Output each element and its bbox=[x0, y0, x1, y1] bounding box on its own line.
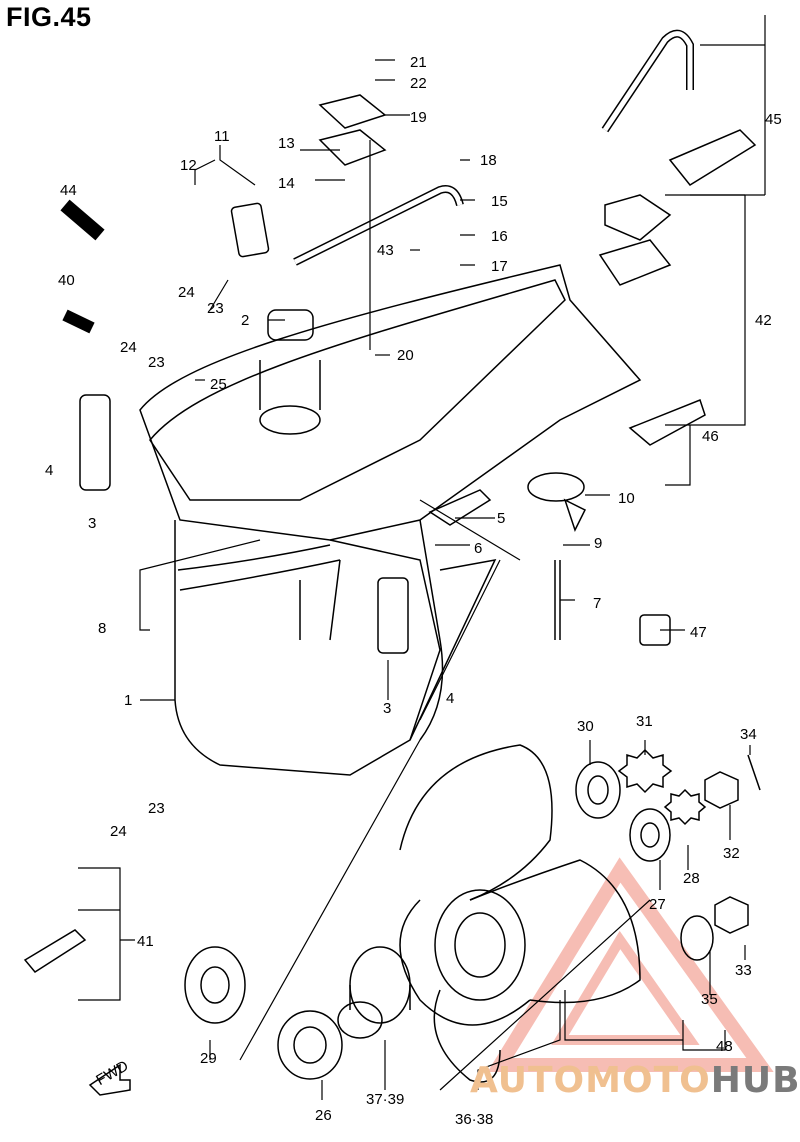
callout-33: 33 bbox=[735, 962, 752, 979]
bolt-7 bbox=[554, 560, 561, 640]
link-41 bbox=[23, 929, 87, 973]
callout-20: 20 bbox=[397, 347, 414, 364]
callout-43: 43 bbox=[377, 242, 394, 259]
callout-22: 22 bbox=[410, 75, 427, 92]
anode-3-left bbox=[79, 394, 111, 491]
callout-23b: 23 bbox=[148, 354, 165, 371]
callout-13: 13 bbox=[278, 135, 295, 152]
nut-30 bbox=[575, 761, 621, 819]
callout-35: 35 bbox=[701, 991, 718, 1008]
callout-28: 28 bbox=[683, 870, 700, 887]
callout-3b: 3 bbox=[383, 700, 391, 717]
callout-47: 47 bbox=[690, 624, 707, 641]
plate-13 bbox=[318, 129, 387, 166]
callout-26: 26 bbox=[315, 1107, 332, 1124]
callout-10: 10 bbox=[618, 490, 635, 507]
callout-5: 5 bbox=[497, 510, 505, 527]
lock-washer-28 bbox=[663, 788, 707, 826]
nut-32 bbox=[704, 771, 739, 809]
callout-1: 1 bbox=[124, 692, 132, 709]
part-10 bbox=[527, 472, 585, 502]
plate-45 bbox=[668, 129, 757, 186]
callout-4b: 4 bbox=[446, 690, 454, 707]
propeller bbox=[399, 744, 641, 1083]
seal-42 bbox=[604, 194, 672, 241]
lock-washer-31 bbox=[617, 748, 673, 794]
callout-14: 14 bbox=[278, 175, 295, 192]
skeg-outline bbox=[409, 559, 497, 741]
callout-2: 2 bbox=[241, 312, 249, 329]
callout-labels: 1 2 3 3 4 4 5 6 7 8 9 10 11 12 13 14 15 … bbox=[45, 54, 782, 1128]
callout-17: 17 bbox=[491, 258, 508, 275]
callout-34: 34 bbox=[740, 726, 757, 743]
bearing-2 bbox=[267, 309, 314, 341]
callout-27: 27 bbox=[649, 896, 666, 913]
washer-35 bbox=[680, 915, 714, 961]
callout-44: 44 bbox=[60, 182, 77, 199]
callout-16: 16 bbox=[491, 228, 508, 245]
callout-37-39: 37·39 bbox=[366, 1091, 404, 1108]
callout-30: 30 bbox=[577, 718, 594, 735]
anode-3-center bbox=[377, 577, 409, 654]
callout-7: 7 bbox=[593, 595, 601, 612]
callout-21: 21 bbox=[410, 54, 427, 71]
fwd-arrow bbox=[88, 1063, 131, 1096]
callout-23c: 23 bbox=[148, 800, 165, 817]
fwd-label: FWD bbox=[93, 1057, 131, 1089]
watermark-logo bbox=[487, 857, 774, 1072]
callout-24c: 24 bbox=[110, 823, 127, 840]
figure-title: FIG.45 bbox=[6, 2, 92, 32]
watermark-part2: HUB bbox=[710, 1060, 800, 1101]
callout-36-38: 36·38 bbox=[455, 1111, 493, 1128]
watermark-text: AUTOMOTOHUB bbox=[470, 1060, 800, 1101]
callout-11: 11 bbox=[214, 128, 230, 145]
callout-29: 29 bbox=[200, 1050, 217, 1067]
gear-case-housing bbox=[139, 264, 642, 776]
callout-12: 12 bbox=[180, 157, 197, 174]
part-44 bbox=[60, 199, 105, 241]
plate-19 bbox=[318, 94, 387, 129]
callout-23a: 23 bbox=[207, 300, 224, 317]
callout-15: 15 bbox=[491, 193, 508, 210]
callout-3a: 3 bbox=[88, 515, 96, 532]
watermark-part1: AUTOMOTO bbox=[470, 1060, 711, 1101]
callout-25: 25 bbox=[210, 376, 227, 393]
spacer-29 bbox=[184, 946, 246, 1024]
washer-27 bbox=[629, 808, 671, 862]
plate-46 bbox=[628, 399, 706, 446]
callout-45: 45 bbox=[765, 111, 782, 128]
callout-24b: 24 bbox=[120, 339, 137, 356]
callout-6: 6 bbox=[474, 540, 482, 557]
callout-46: 46 bbox=[702, 428, 719, 445]
hose-45 bbox=[601, 29, 694, 133]
callout-41: 41 bbox=[137, 933, 154, 950]
leader-lines bbox=[78, 15, 766, 1100]
thrust-washer-26 bbox=[277, 1010, 343, 1080]
part-40 bbox=[62, 309, 95, 334]
callout-9: 9 bbox=[594, 535, 602, 552]
callout-32: 32 bbox=[723, 845, 740, 862]
callout-4a: 4 bbox=[45, 462, 53, 479]
callout-24a: 24 bbox=[178, 284, 195, 301]
cotter-pin-34 bbox=[747, 754, 761, 791]
callout-18: 18 bbox=[480, 152, 497, 169]
callout-42: 42 bbox=[755, 312, 772, 329]
callout-8: 8 bbox=[98, 620, 106, 637]
part-5 bbox=[428, 489, 492, 526]
callout-48: 48 bbox=[716, 1038, 733, 1055]
part-11 bbox=[230, 202, 270, 258]
callout-31: 31 bbox=[636, 713, 653, 730]
callout-19: 19 bbox=[410, 109, 427, 126]
callout-40: 40 bbox=[58, 272, 75, 289]
hub-bushing bbox=[337, 946, 411, 1039]
nut-33 bbox=[714, 896, 749, 934]
